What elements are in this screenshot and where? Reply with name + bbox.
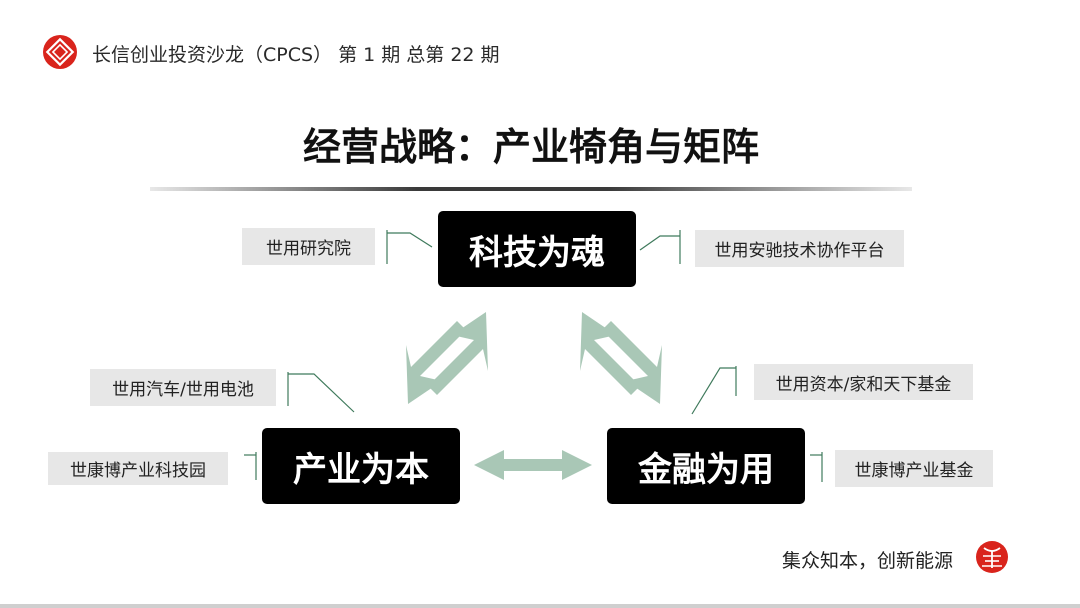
label-capital-fund: 世用资本/家和天下基金 xyxy=(754,364,973,400)
node-finance: 金融为用 xyxy=(607,428,805,504)
slide-title: 经营战略：产业犄角与矩阵 xyxy=(302,125,759,169)
title-divider xyxy=(150,187,912,191)
label-auto-battery: 世用汽车/世用电池 xyxy=(90,369,276,406)
footer-slogan: 集众知本，创新能源 xyxy=(782,550,954,572)
node-industry: 产业为本 xyxy=(262,428,460,504)
label-tech-platform: 世用安驰技术协作平台 xyxy=(695,230,904,267)
arrow-bottom xyxy=(474,450,592,480)
footer-emblem xyxy=(975,540,1009,574)
red-circle-emblem-icon xyxy=(976,541,1008,573)
label-research-institute: 世用研究院 xyxy=(242,228,375,265)
arrow-top-right xyxy=(580,312,662,404)
bottom-border xyxy=(0,604,1080,608)
header-title: 长信创业投资沙龙（CPCS） 第 1 期 总第 22 期 xyxy=(92,44,500,66)
label-industrial-park: 世康博产业科技园 xyxy=(48,452,228,485)
header-logo xyxy=(42,34,78,70)
node-tech: 科技为魂 xyxy=(438,211,636,287)
red-diamond-logo-icon xyxy=(43,35,77,69)
label-industry-fund: 世康博产业基金 xyxy=(835,450,993,487)
arrow-top-left xyxy=(406,312,488,404)
